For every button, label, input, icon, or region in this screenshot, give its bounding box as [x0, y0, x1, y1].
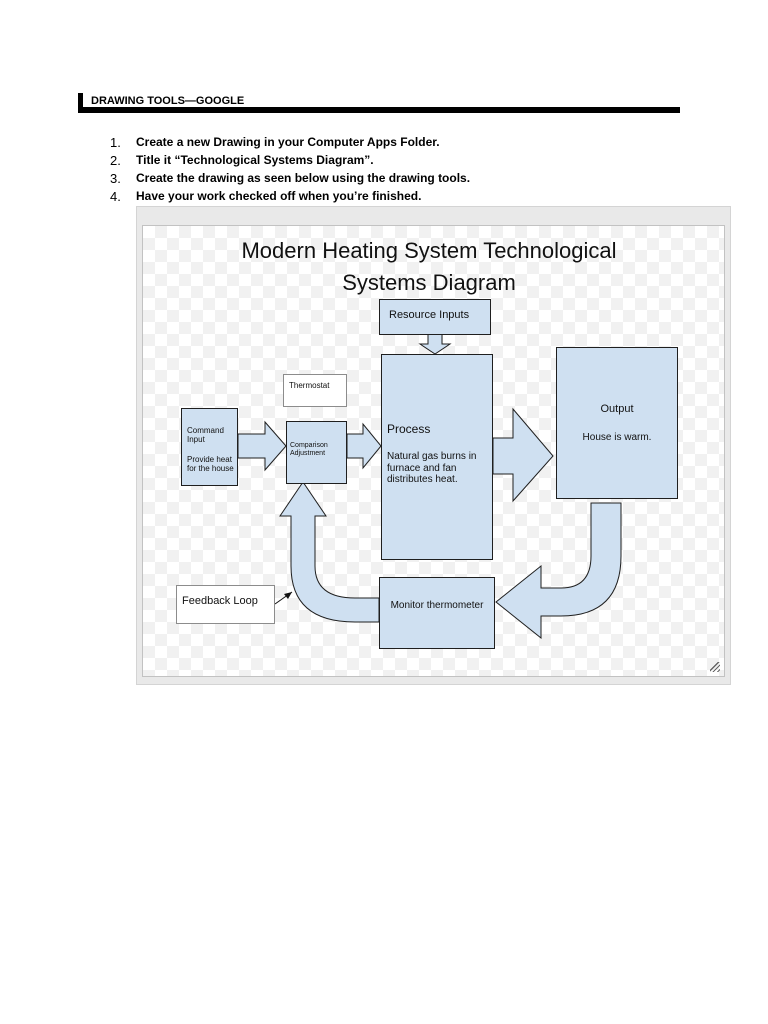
section-title: DRAWING TOOLS—GOOGLE — [91, 95, 245, 107]
comparison-to-process-arrow[interactable] — [346, 422, 382, 470]
list-item: 2. Title it “Technological Systems Diagra… — [110, 151, 470, 169]
step-number: 1. — [110, 134, 121, 150]
drawing-canvas[interactable]: Modern Heating System Technological Syst… — [142, 225, 725, 677]
comparison-label: Comparison Adjustment — [290, 442, 328, 458]
process-title: Process — [387, 422, 431, 436]
resource-down-arrow[interactable] — [418, 333, 452, 355]
feedback-loop-box[interactable]: Feedback Loop — [176, 585, 275, 624]
resource-inputs-label: Resource Inputs — [389, 309, 470, 321]
feedback-pointer-head — [284, 592, 292, 599]
step-text: Have your work checked off when you’re f… — [136, 189, 422, 203]
command-input-box[interactable]: Command Input Provide heat for the house — [181, 408, 238, 486]
output-box[interactable]: Output House is warm. — [556, 347, 678, 499]
monitor-label: Monitor thermometer — [390, 600, 484, 611]
instruction-list: 1. Create a new Drawing in your Computer … — [110, 133, 470, 205]
step-text: Create the drawing as seen below using t… — [136, 171, 471, 185]
step-number: 4. — [110, 188, 121, 204]
diagram-title-line-2: Systems Diagram — [342, 270, 516, 295]
output-detail: House is warm. — [582, 432, 652, 443]
input-arrow[interactable] — [237, 420, 287, 472]
thermostat-box[interactable]: Thermostat — [283, 374, 347, 407]
list-item: 1. Create a new Drawing in your Computer … — [110, 133, 470, 151]
list-item: 4. Have your work checked off when you’re… — [110, 187, 470, 205]
process-box[interactable]: Process Natural gas burns in furnace and… — [381, 354, 493, 560]
list-item: 3. Create the drawing as seen below using… — [110, 169, 470, 187]
output-to-monitor-arrow[interactable] — [495, 502, 622, 640]
monitor-box[interactable]: Monitor thermometer — [379, 577, 495, 649]
step-text: Title it “Technological Systems Diagram”… — [136, 153, 374, 167]
comparison-box[interactable]: Comparison Adjustment — [286, 421, 347, 484]
process-detail: Natural gas burns in furnace and fan dis… — [387, 451, 477, 485]
step-number: 2. — [110, 152, 121, 168]
command-input-label: Command Input — [187, 426, 224, 445]
thermostat-label: Thermostat — [289, 381, 330, 390]
step-number: 3. — [110, 170, 121, 186]
diagram-connectors — [237, 333, 622, 640]
section-header: DRAWING TOOLS—GOOGLE — [78, 93, 680, 113]
resource-inputs-box[interactable]: Resource Inputs — [379, 299, 491, 335]
diagram-title-line-1: Modern Heating System Technological — [241, 238, 617, 263]
feedback-arrow[interactable] — [279, 481, 380, 623]
output-title: Output — [600, 403, 634, 415]
command-input-detail: Provide heat for the house — [187, 455, 234, 474]
resize-handle[interactable] — [710, 662, 720, 672]
feedback-loop-label: Feedback Loop — [182, 595, 258, 607]
process-to-output-arrow[interactable] — [492, 407, 554, 503]
step-text: Create a new Drawing in your Computer Ap… — [136, 135, 440, 149]
